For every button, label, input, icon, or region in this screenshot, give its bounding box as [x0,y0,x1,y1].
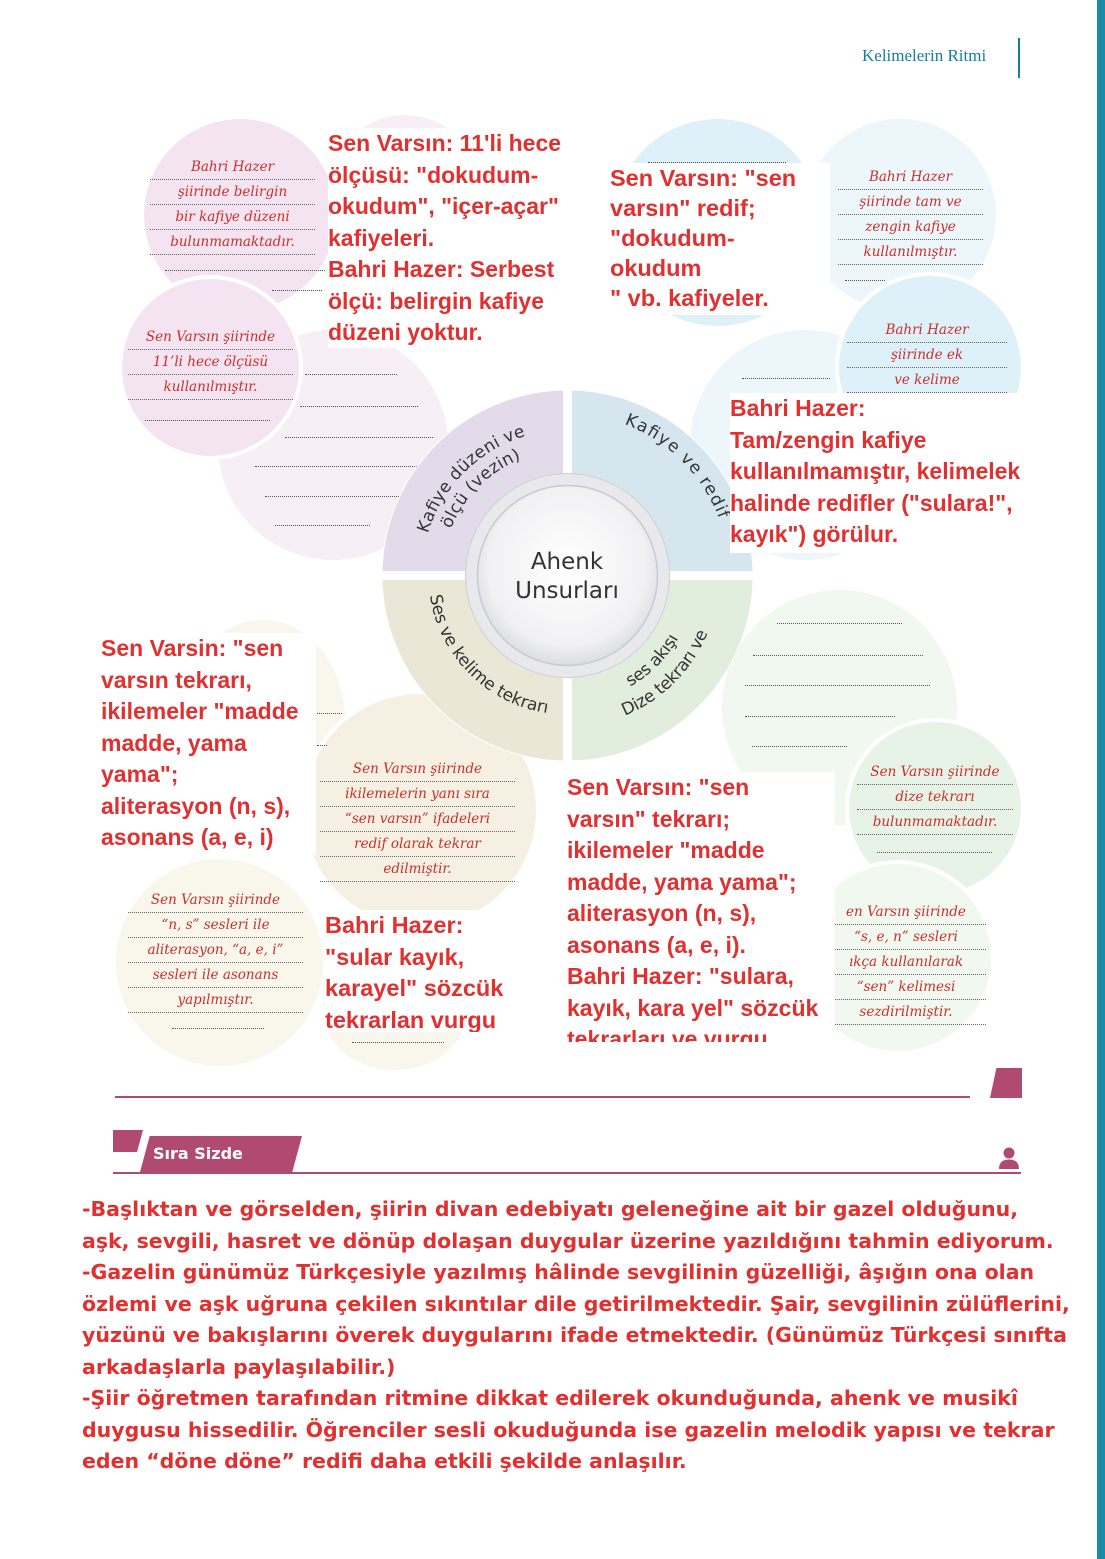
section-tab-accent [113,1130,143,1152]
center-disc [476,484,659,667]
answer-paragraph: -Başlıktan ve görselden, şiirin divan ed… [82,1197,1054,1253]
note-line: ve kelime [847,368,1007,393]
dotted-line [305,374,397,375]
section-title-tab: Sıra Sizde [140,1136,302,1172]
note-line: kullanılmıştır. [128,375,293,400]
section-title-rule [113,1172,1021,1174]
page-edge-bar [1097,0,1105,1559]
answer-left-middle: Sen Varsin: "sen varsın tekrarı, ikileme… [101,633,316,855]
note-blue-bottom: Bahri Hazer şiirinde ek ve kelime [847,318,1007,393]
note-line: ikilemelerin yanı sıra [320,782,515,807]
note-green-bottom: en Varsın şiirinde “s, e, n” sesleri ıkç… [826,900,986,1025]
note-line: yapılmıştır. [128,988,303,1013]
dotted-line [317,745,327,746]
dotted-line [745,716,895,717]
wheel-graphic: Kafiye düzeni ve ölçü (vezin) Kafiye ve … [381,389,754,762]
note-line: Bahri Hazer [838,165,983,190]
note-line: Sen Varsın şiirinde [320,757,515,782]
note-blue-top: Bahri Hazer şiirinde tam ve zengin kafiy… [838,165,983,265]
note-line: bir kafiye düzeni [150,205,315,230]
dotted-line [285,437,433,438]
note-line: Sen Varsın şiirinde [128,888,303,913]
dotted-line [753,655,923,656]
running-header: Kelimelerin Ritmi [862,46,987,65]
note-line: sezdirilmiştir. [826,1000,986,1025]
answer-paragraph: -Gazelin günümüz Türkçesiyle yazılmış hâ… [82,1260,1070,1379]
note-pink-bottom: Sen Varsın şiirinde 11’li hece ölçüsü ku… [128,325,293,400]
note-line: Sen Varsın şiirinde [857,760,1013,785]
note-line: şiirinde belirgin [150,180,315,205]
note-line: ıkça kullanılarak [826,950,986,975]
answer-right-middle: Bahri Hazer: Tam/zengin kafiye kullanılm… [730,393,1050,553]
dotted-line [272,290,322,291]
section-divider-tab [990,1068,1022,1098]
dotted-line [300,406,418,407]
note-pink-top: Bahri Hazer şiirinde belirgin bir kafiye… [150,155,315,255]
dotted-line [352,1042,444,1043]
answer-top-right: Sen Varsın: "sen varsın" redif; "dokudum… [610,163,830,315]
center-title-line: Ahenk [530,549,604,575]
dotted-line [172,1028,264,1029]
dotted-line [265,496,415,497]
circle-pink-bottom [118,275,303,460]
dotted-line [275,525,370,526]
answer-bottom-center-right: Sen Varsın: "sen varsın" tekrarı; ikilem… [567,772,835,1042]
note-line: bulunmamaktadır. [150,230,315,255]
section-divider [115,1096,970,1098]
note-line: kullanılmıştır. [838,240,983,265]
answer-top-left: Sen Varsın: 11'li hece ölçüsü: "dokudum-… [328,128,583,348]
answer-bottom-center-left: Bahri Hazer: "sular kayık, karayel" sözc… [325,910,515,1032]
note-line: sesleri ile asonans [128,963,303,988]
answer-paragraphs: -Başlıktan ve görselden, şiirin divan ed… [82,1194,1072,1478]
note-line: “n, s” sesleri ile [128,913,303,938]
note-line: Sen Varsın şiirinde [128,325,293,350]
note-line: zengin kafiye [838,215,983,240]
dotted-line [742,378,830,379]
person-icon [999,1147,1019,1169]
ahenk-wheel: Kafiye düzeni ve ölçü (vezin) Kafiye ve … [380,388,755,763]
header-divider [1018,38,1020,78]
note-line: dize tekrarı [857,785,1013,810]
dotted-line [648,162,786,163]
note-line: “sen” kelimesi [826,975,986,1000]
dotted-line [255,466,435,467]
note-line: şiirinde ek [847,343,1007,368]
note-beige-center: Sen Varsın şiirinde ikilemelerin yanı sı… [320,757,515,882]
note-line: Bahri Hazer [847,318,1007,343]
note-line: şiirinde tam ve [838,190,983,215]
dotted-line [145,420,270,421]
dotted-line [752,746,847,747]
note-beige-bottom: Sen Varsın şiirinde “n, s” sesleri ile a… [128,888,303,1013]
note-line: “s, e, n” sesleri [826,925,986,950]
dotted-line [745,685,930,686]
note-green-top: Sen Varsın şiirinde dize tekrarı bulunma… [857,760,1013,835]
note-line: edilmiştir. [320,857,515,882]
dotted-line [317,713,342,714]
dotted-line [165,270,325,271]
dotted-line [877,852,992,853]
dotted-line [845,280,885,281]
note-line: “sen varsın” ifadeleri [320,807,515,832]
note-line: bulunmamaktadır. [857,810,1013,835]
answer-paragraph: -Şiir öğretmen tarafından ritmine dikkat… [82,1386,1055,1473]
note-line: en Varsın şiirinde [826,900,986,925]
note-line: redif olarak tekrar [320,832,515,857]
center-title-line: Unsurları [515,578,619,604]
note-line: Bahri Hazer [150,155,315,180]
note-line: aliterasyon, “a, e, i” [128,938,303,963]
dotted-line [777,623,902,624]
note-line: 11’li hece ölçüsü [128,350,293,375]
wheel-center-title: Ahenk Unsurları [492,548,642,606]
